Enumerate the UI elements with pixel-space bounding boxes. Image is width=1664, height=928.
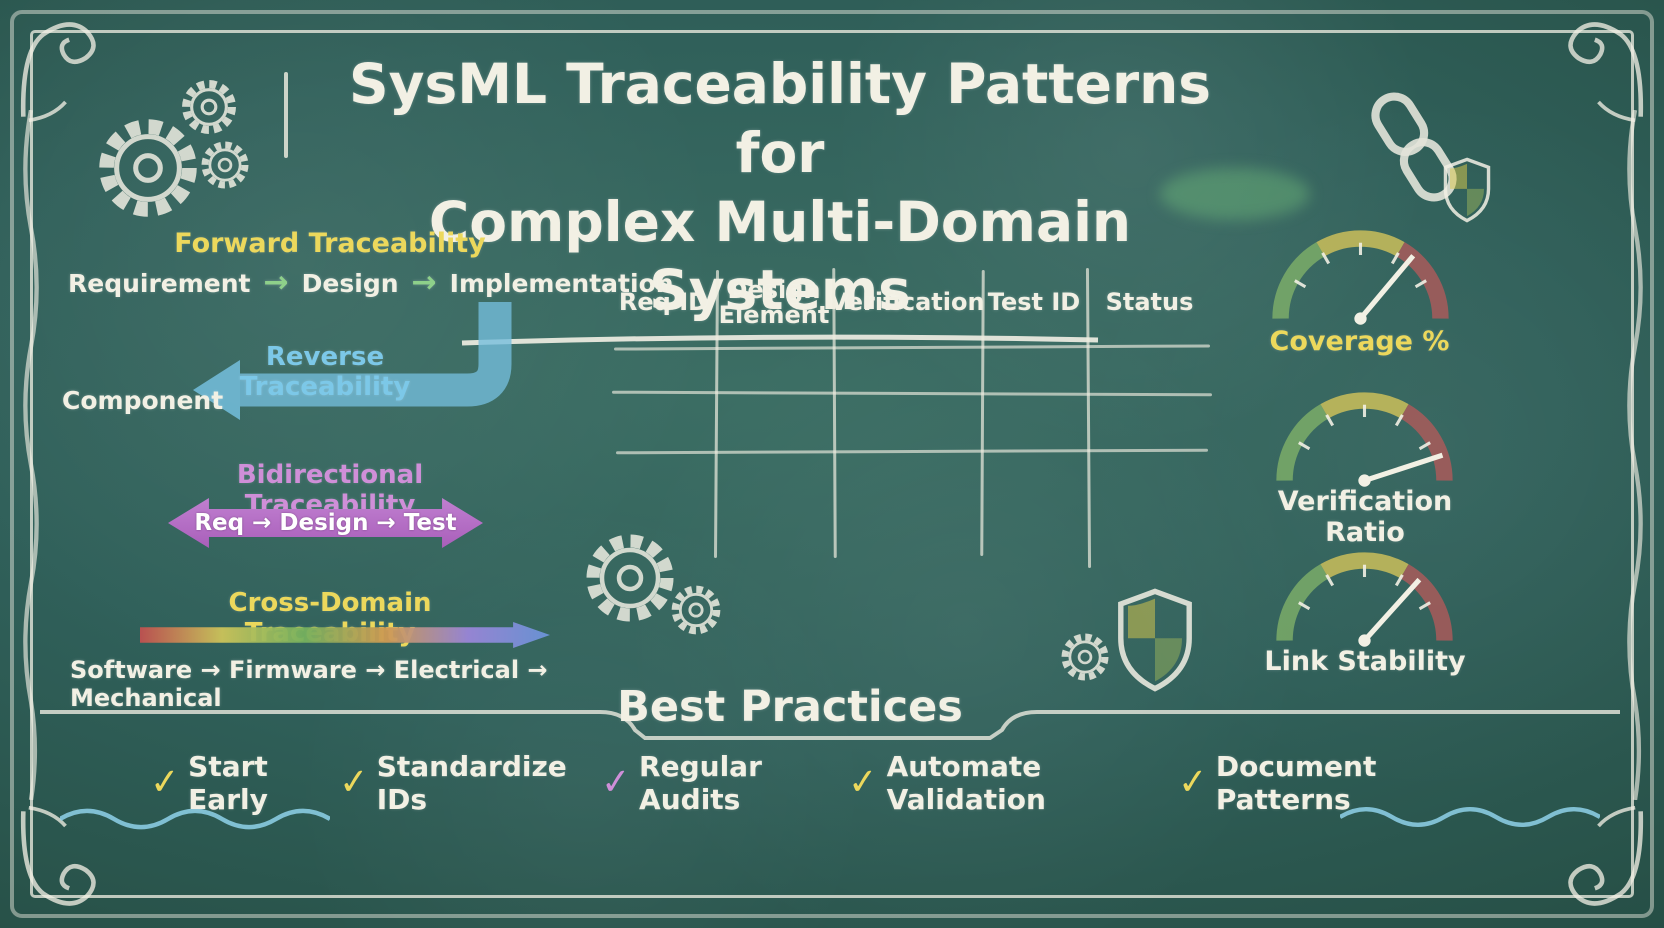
checkmark-icon: ✓ [1176,760,1210,805]
checkmark-icon: ✓ [337,760,371,805]
title-block: SysML Traceability Patterns for Complex … [300,50,1260,347]
gear-icon [201,141,249,189]
shield-icon [1443,157,1491,223]
verification-ratio-gauge [1276,392,1453,487]
gauge-needle [1363,452,1444,483]
gauge-needle [1362,577,1422,643]
table-header-row: Req ID Design Element Verification Test … [612,266,1212,340]
verification-ratio-gauge-label: Verification Ratio [1277,486,1453,548]
page-title-line1: SysML Traceability Patterns for [349,52,1211,185]
gear-icon [586,534,674,622]
corner-flourish-bottom-right [1568,805,1644,906]
blue-wave-bottom-right [1340,807,1600,827]
cross-domain-flow-text: Software → Firmware → Electrical → Mecha… [70,656,548,712]
coverage-gauge [1272,230,1449,325]
checklist-item-label: Start Early [188,750,268,816]
forward-step-design: Design [301,268,399,298]
checklist-item: ✓ Automate Validation [846,750,1177,816]
traceability-table: Req ID Design Element Verification Test … [611,266,1213,569]
coverage-gauge-label: Coverage % [1269,326,1450,357]
bidirectional-flow-text: Req → Design → Test [194,510,457,536]
checkmark-icon: ✓ [846,760,880,805]
link-stability-gauge [1276,552,1453,647]
checkmark-icon: ✓ [599,760,633,805]
link-stability-gauge-label: Link Stability [1264,646,1466,677]
forward-flow: Requirement → Design → Implementation [68,268,674,298]
right-edge-vine [1627,110,1643,800]
forward-arrow-icon: → [411,265,437,300]
page-title-line2: Complex Multi-Domain Systems [428,189,1132,323]
blue-wave-bottom-left [60,808,330,830]
gear-icon [99,119,197,217]
title-underline [461,334,1099,346]
table-header-req-id: Req ID [618,288,709,317]
table-header-verification: Verification [829,288,985,317]
forward-step-implementation: Implementation [449,268,674,298]
forward-arrow-icon: → [263,265,289,300]
forward-traceability-label: Forward Traceability [174,228,486,259]
forward-step-requirement: Requirement [68,268,251,298]
corner-flourish-bottom-left [20,805,96,906]
checklist-item-label: Document Patterns [1215,750,1377,816]
table-grid-line [980,269,985,557]
best-practices-checklist: ✓ Start Early ✓ Standardize IDs ✓ Regula… [148,750,1490,816]
checklist-item: ✓ Start Early [148,750,339,816]
reverse-traceability-label: Reverse Traceability [239,342,411,402]
corner-flourish-top-left [20,22,96,123]
gauge-needle [1358,254,1416,321]
checklist-item: ✓ Regular Audits [599,750,849,816]
gear-icon [671,585,721,635]
table-grid-line [611,390,1213,396]
table-header-status: Status [1105,288,1194,317]
title-divider-line [284,72,288,158]
checkmark-icon: ✓ [148,760,182,805]
best-practices-divider [40,710,1620,740]
gear-icon [182,80,236,134]
best-practices-title: Best Practices [617,682,963,732]
table-header-design-element: Design Element [718,275,830,329]
reverse-target-component: Component [62,386,224,415]
checklist-item-label: Automate Validation [886,750,1046,816]
checklist-item-label: Standardize IDs [376,750,567,816]
left-edge-vine [23,110,39,800]
checklist-item: ✓ Document Patterns [1176,750,1490,816]
chain-link-icon [1371,92,1457,202]
table-grid-line [613,344,1211,351]
checklist-item-label: Regular Audits [639,750,762,816]
gear-icon [1061,633,1109,681]
table-grid-line [615,448,1209,454]
shield-icon [1118,588,1192,692]
checklist-item: ✓ Standardize IDs [337,750,601,816]
corner-flourish-top-right [1568,22,1644,123]
reverse-arrow [193,302,512,420]
table-header-test-id: Test ID [987,288,1081,317]
